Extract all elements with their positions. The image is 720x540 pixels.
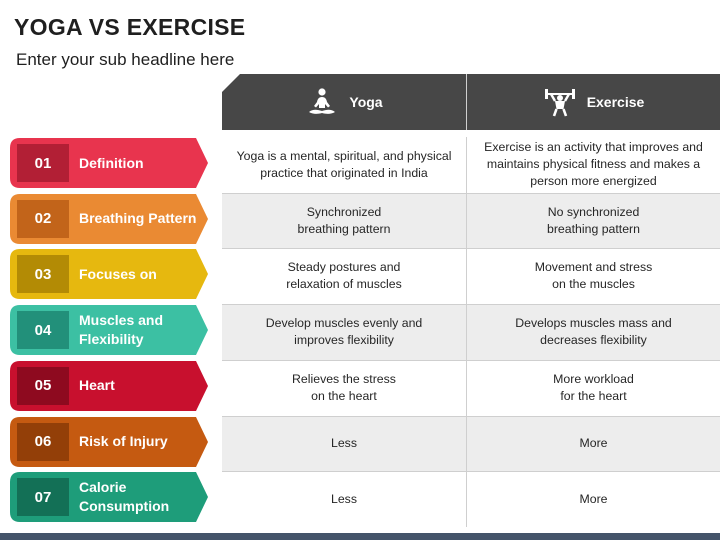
page-title: YOGA VS EXERCISE [14, 14, 246, 40]
cell-yoga: Less [222, 415, 466, 472]
row-divider [222, 192, 720, 194]
page-subtitle: Enter your sub headline here [16, 50, 235, 69]
row-number: 06 [17, 422, 69, 461]
cell-exercise: Exercise is an activity that improves an… [484, 140, 703, 189]
row-label-01: 01 Definition [10, 138, 210, 188]
row-label-text: Risk of Injury [79, 433, 168, 449]
row-number: 04 [17, 311, 69, 350]
row-label-03: 03 Focuses on [10, 249, 210, 300]
row-number: 07 [17, 478, 69, 517]
row-divider [222, 471, 720, 473]
cell-yoga: Less [331, 491, 357, 506]
row-divider [222, 248, 720, 250]
column-header-exercise-label: Exercise [586, 94, 645, 110]
row-divider [222, 304, 720, 306]
row-label-text: Heart [79, 377, 115, 394]
row-label-text: Calorie Consumption [79, 479, 170, 515]
column-header-exercise: Exercise [467, 74, 720, 130]
cell-exercise: More [579, 491, 608, 506]
row-label-06: 06 Risk of Injury [10, 416, 210, 467]
row-label-text: Focuses on [79, 265, 157, 282]
row-divider [222, 359, 720, 361]
row-label-02: 02 Breathing Pattern [10, 193, 210, 244]
weightlifter-icon [544, 89, 575, 117]
row-label-text: Breathing Pattern [79, 210, 197, 227]
column-header-yoga: Yoga [222, 74, 466, 130]
row-label-text: Definition [79, 154, 144, 171]
row-number: 01 [17, 144, 69, 182]
row-label-04: 04 Muscles and Flexibility [10, 305, 210, 356]
row-number: 05 [17, 366, 69, 405]
footer-bar [0, 533, 720, 540]
row-label-05: 05 Heart [10, 360, 210, 411]
row-number: 02 [17, 199, 69, 238]
row-divider [222, 415, 720, 417]
cell-yoga: Yoga is a mental, spiritual, and physica… [236, 148, 452, 180]
column-header-yoga-label: Yoga [349, 94, 383, 110]
row-number: 03 [17, 255, 69, 294]
header-divider [466, 74, 467, 130]
yoga-icon [309, 88, 336, 114]
column-divider [466, 137, 467, 527]
cell-exercise: More [467, 415, 720, 472]
table-header: Yoga Exercise [222, 74, 720, 130]
row-label-07: 07 Calorie Consumption [10, 472, 210, 523]
row-label-text: Muscles and Flexibility [79, 312, 164, 348]
